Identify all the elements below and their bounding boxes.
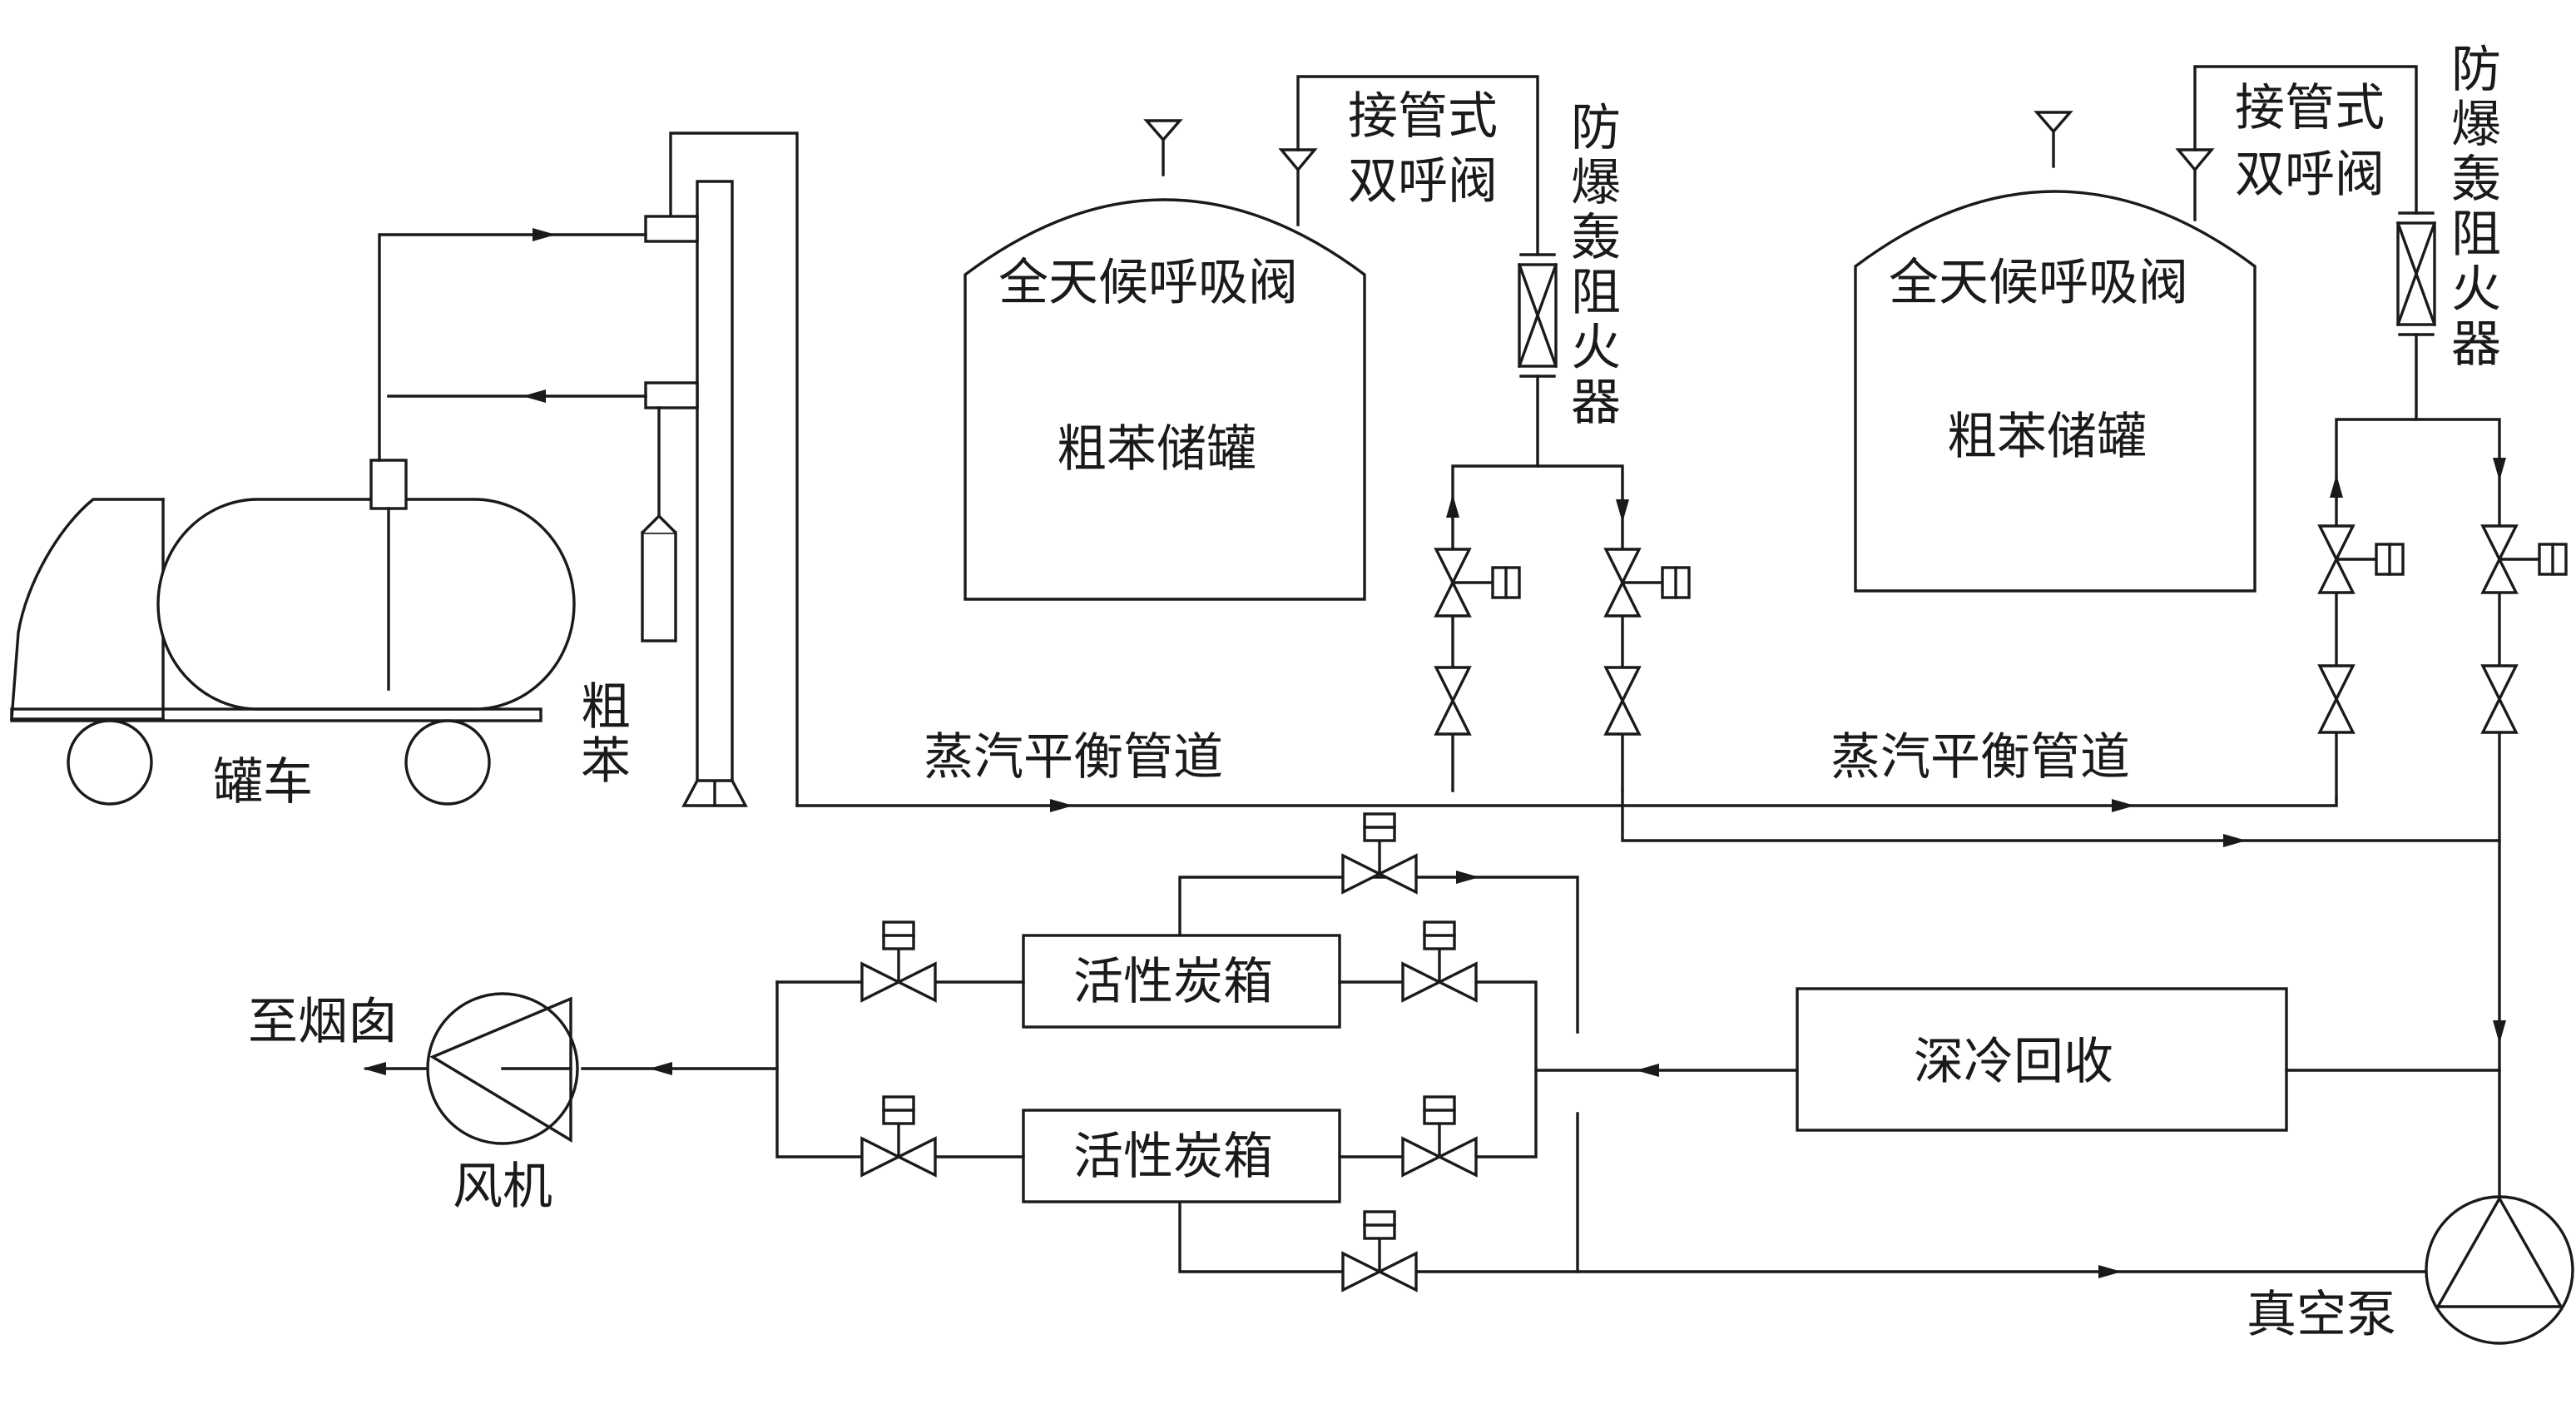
vapor-balance-pipes (795, 789, 2501, 847)
carbon-box2-left-valve (860, 1095, 937, 1177)
tank2-arrester-char-2: 爆 (2451, 96, 2501, 154)
carbon-box-1 (1022, 934, 1341, 1029)
tank1-control-valve-right (1604, 548, 1691, 618)
carbon-top-control-valve (1341, 812, 1418, 894)
tank1-connector-valve-line1: 接管式 (1348, 87, 1498, 146)
tank1-arrester-char-2: 爆 (1571, 154, 1621, 212)
tank2-gate-valve-left (2318, 664, 2355, 734)
carbon-bottom-control-valve (1341, 1210, 1418, 1292)
vapor-pipe-label-2: 蒸汽平衡管道 (1830, 728, 2130, 786)
crude-benzene-char-2: 苯 (581, 732, 631, 791)
carbon-box-2 (1022, 1109, 1341, 1203)
tank1-name: 粗苯储罐 (1057, 420, 1256, 479)
vacuum-pump-label: 真空泵 (2247, 1286, 2396, 1344)
tank1-arrester-char-4: 阻 (1571, 264, 1621, 322)
carbon-box1-right-valve (1401, 920, 1478, 1002)
fan-label: 风机 (453, 1158, 552, 1216)
carbon-box2-right-valve (1401, 1095, 1478, 1177)
tank2-control-valve-right (2481, 524, 2568, 594)
crude-benzene-tank-2 (1854, 65, 2506, 1200)
tank2-name: 粗苯储罐 (1947, 408, 2147, 466)
tank2-control-valve-left (2318, 524, 2405, 594)
tank1-arrester-char-3: 轰 (1571, 209, 1621, 267)
tank2-arrester-char-6: 器 (2451, 315, 2501, 374)
carbon-box-1-label: 活性炭箱 (1073, 953, 1273, 1011)
crude-benzene-tank-1 (964, 75, 1629, 792)
crude-benzene-char-1: 粗 (581, 678, 631, 737)
loading-arm (378, 131, 799, 807)
tank2-connector-valve-line2: 双呼阀 (2235, 146, 2385, 204)
tank1-arrester-char-5: 火 (1571, 319, 1621, 377)
vapor-pipe-label-1: 蒸汽平衡管道 (924, 728, 1223, 786)
tank2-gate-valve-right (2481, 664, 2518, 734)
tank2-arrester-char-1: 防 (2451, 41, 2501, 99)
tank2-arrester-char-5: 火 (2451, 260, 2501, 319)
tank1-connector-valve-line2: 双呼阀 (1348, 152, 1498, 211)
vacuum-pump-circle (2425, 1195, 2574, 1345)
tank2-connector-valve-line1: 接管式 (2235, 79, 2385, 137)
cryo-recovery-box (1796, 987, 2288, 1132)
tank1-control-valve-left (1434, 548, 1521, 618)
tank1-gate-valve-right (1604, 666, 1641, 736)
tank2-arrester-char-4: 阻 (2451, 206, 2501, 264)
to-chimney-label: 至烟囱 (248, 993, 398, 1051)
tank1-arrester-char-1: 防 (1571, 99, 1621, 157)
tank1-breather-label: 全天候呼吸阀 (998, 254, 1298, 312)
tanker-truck (10, 459, 576, 806)
carbon-box1-left-valve (860, 920, 937, 1002)
recovery-loop (363, 871, 2574, 1345)
tank2-arrester-char-3: 轰 (2451, 151, 2501, 209)
tanker-label: 罐车 (213, 753, 313, 811)
tank2-breather-label: 全天候呼吸阀 (1889, 254, 2188, 312)
carbon-box-2-label: 活性炭箱 (1073, 1128, 1273, 1186)
tank1-gate-valve-left (1434, 666, 1471, 736)
tank1-arrester-char-6: 器 (1571, 374, 1621, 432)
cryo-recovery-label: 深冷回收 (1914, 1033, 2113, 1091)
